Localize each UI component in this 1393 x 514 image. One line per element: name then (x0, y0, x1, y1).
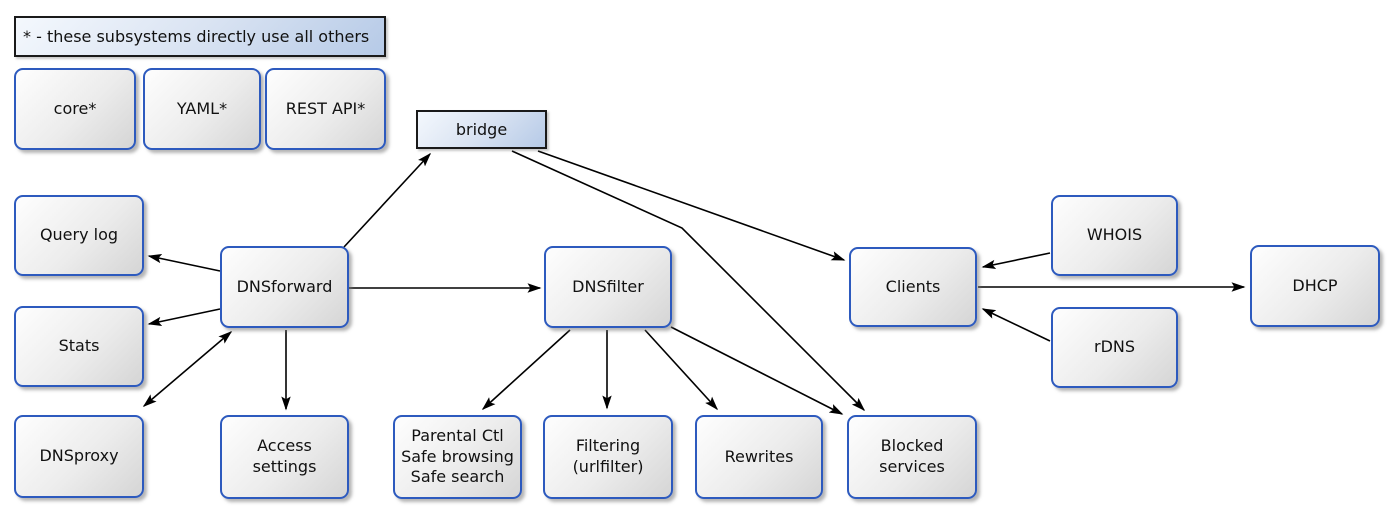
node-rdns: rDNS (1051, 307, 1178, 388)
legend-note: * - these subsystems directly use all ot… (14, 16, 386, 57)
node-clients: Clients (849, 247, 977, 327)
node-parental-ctl: Parental Ctl Safe browsing Safe search (393, 415, 522, 499)
node-dnsforward-label: DNSforward (236, 276, 333, 296)
edge-whois-clients (981, 252, 1051, 270)
node-core: core* (14, 68, 136, 150)
node-blocked-services-label: Blocked services (879, 436, 945, 476)
node-blocked-services: Blocked services (847, 415, 977, 499)
legend-text: * - these subsystems directly use all ot… (23, 27, 370, 46)
node-access-settings-label: Access settings (252, 436, 317, 476)
node-yaml-label: YAML* (176, 98, 228, 118)
node-rewrites-label: Rewrites (724, 446, 794, 466)
edge-dnsforward-dnsproxy (142, 331, 233, 407)
node-dhcp: DHCP (1250, 245, 1380, 327)
node-rest-api-label: REST API* (285, 98, 366, 118)
edge-dnsfilter-blocked-services (670, 326, 844, 415)
node-whois: WHOIS (1051, 195, 1178, 276)
node-query-log-label: Query log (39, 225, 119, 245)
edge-dnsfilter-rewrites (644, 329, 719, 411)
node-dhcp-label: DHCP (1292, 275, 1338, 295)
node-core-label: core* (53, 98, 97, 118)
node-access-settings: Access settings (220, 415, 349, 499)
node-dnsfilter-label: DNSfilter (572, 276, 644, 296)
node-parental-ctl-label: Parental Ctl Safe browsing Safe search (401, 425, 514, 487)
node-whois-label: WHOIS (1086, 225, 1143, 245)
edge-dnsforward-stats (147, 308, 221, 327)
edge-dnsforward-bridge (343, 152, 432, 248)
node-yaml: YAML* (143, 68, 261, 150)
node-query-log: Query log (14, 195, 144, 276)
node-rest-api: REST API* (265, 68, 386, 150)
edge-dnsfilter-parental (481, 329, 571, 411)
node-bridge-label: bridge (455, 120, 508, 139)
node-clients-label: Clients (885, 276, 941, 296)
node-filtering-label: Filtering (urlfilter) (572, 436, 644, 476)
node-stats-label: Stats (58, 336, 100, 356)
edge-rdns-clients (981, 308, 1051, 342)
node-dnsfilter: DNSfilter (544, 246, 672, 328)
node-dnsproxy: DNSproxy (14, 415, 144, 498)
node-dnsproxy-label: DNSproxy (39, 446, 119, 466)
node-filtering: Filtering (urlfilter) (543, 415, 673, 499)
node-stats: Stats (14, 306, 144, 387)
node-bridge: bridge (416, 110, 547, 149)
node-rdns-label: rDNS (1093, 337, 1136, 357)
edge-bridge-clients (537, 150, 846, 261)
node-rewrites: Rewrites (695, 415, 823, 499)
edge-dnsforward-querylog (147, 253, 221, 272)
node-dnsforward: DNSforward (220, 246, 349, 328)
